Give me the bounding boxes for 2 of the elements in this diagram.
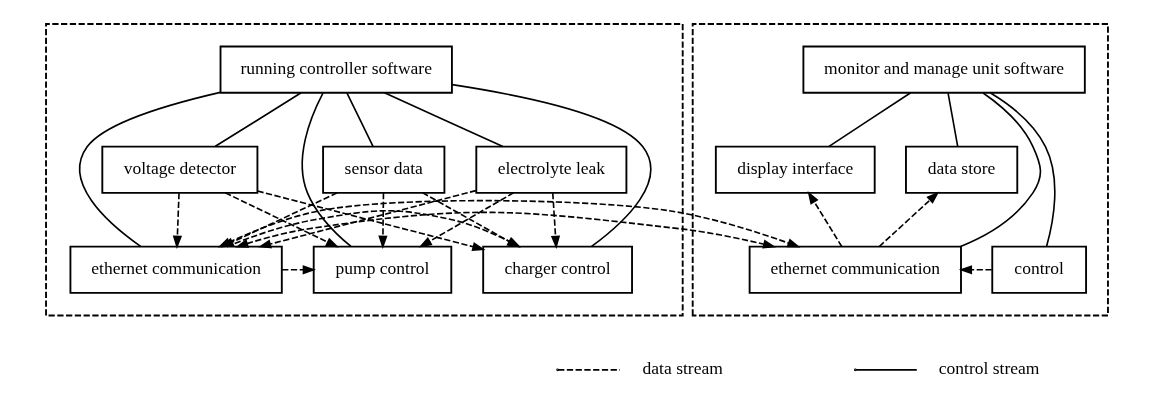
legend-label: data stream	[642, 357, 723, 378]
legend-label: control stream	[938, 357, 1039, 378]
